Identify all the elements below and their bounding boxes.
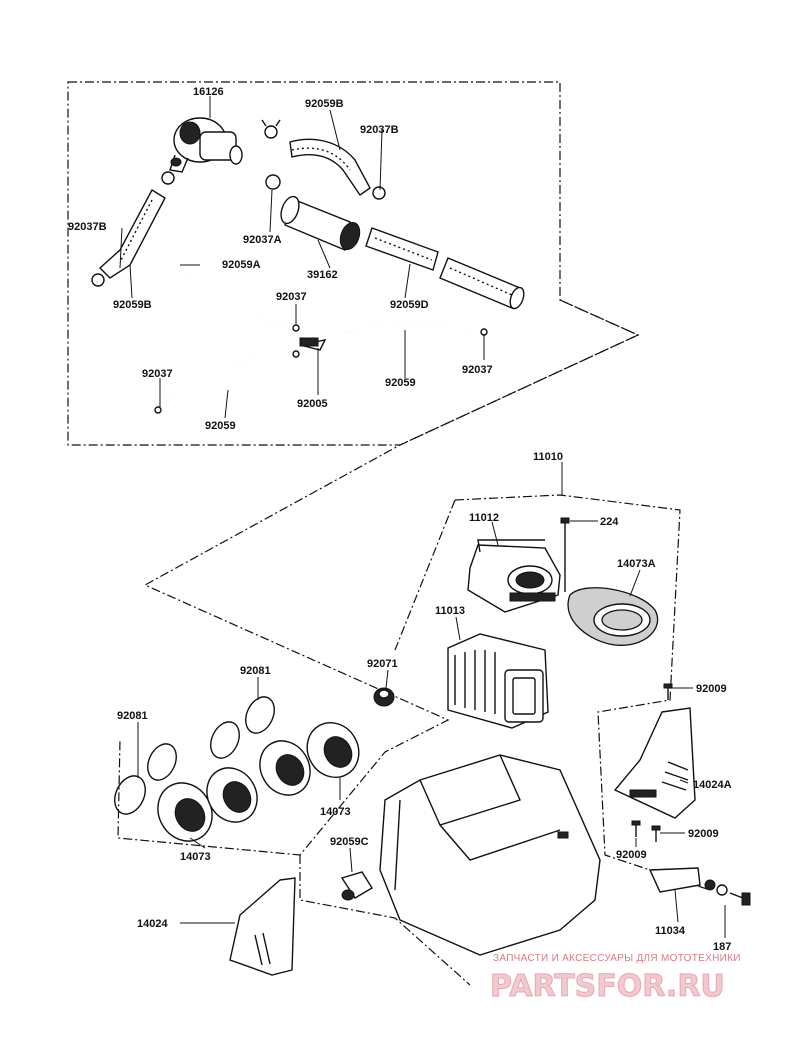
fitting-92059C [340, 871, 373, 901]
label-92059-right: 92059 [385, 377, 416, 389]
hose-92059B-top [289, 138, 386, 200]
label-224: 224 [600, 516, 619, 528]
hose-92059D [365, 227, 525, 310]
label-14024: 14024 [137, 918, 168, 930]
label-187: 187 [713, 941, 731, 953]
label-92037B-left: 92037B [68, 221, 107, 233]
label-92037-lower: 92037 [142, 368, 173, 380]
lower-assembly-boundary [117, 299, 711, 986]
label-92081-left: 92081 [117, 710, 148, 722]
watermark-caption: ЗАПЧАСТИ И АКСЕССУАРЫ ДЛЯ МОТОТЕХНИКИ [493, 953, 741, 964]
label-11013: 11013 [435, 605, 465, 617]
label-92059C: 92059C [330, 836, 369, 848]
clamps-92037A [161, 119, 281, 190]
label-92009-top: 92009 [696, 683, 727, 695]
label-92059D: 92059D [390, 299, 429, 311]
label-92059-bottom: 92059 [205, 420, 236, 432]
label-11010: 11010 [533, 451, 563, 463]
leader-lines [119, 96, 726, 938]
filter-element-14073A [567, 587, 659, 646]
airbox-housing [379, 754, 601, 956]
label-92059A: 92059A [222, 259, 261, 271]
label-11034: 11034 [655, 925, 686, 937]
label-14073-left: 14073 [180, 851, 211, 863]
screw-224 [560, 517, 570, 592]
hose-92059B-left [91, 189, 166, 287]
grommet-92071 [373, 687, 395, 707]
label-92009-mid: 92009 [688, 828, 719, 840]
label-92005: 92005 [297, 398, 328, 410]
label-92037-mid: 92037 [276, 291, 307, 303]
label-92037A: 92037A [243, 234, 282, 246]
bracket-11034 [648, 867, 701, 893]
hose-92059A [174, 210, 291, 331]
side-cover-14024A [613, 707, 696, 819]
label-92037-right: 92037 [462, 364, 493, 376]
cover-11012 [467, 539, 561, 613]
upper-assembly-boundary [67, 81, 640, 446]
watermark: ЗАПЧАСТИ И АКСЕССУАРЫ ДЛЯ МОТОТЕХНИКИ PA… [490, 953, 741, 1005]
hardware-187 [704, 879, 751, 906]
o-rings-92081 [114, 696, 275, 815]
filter-39162 [280, 195, 361, 251]
label-14073-right: 14073 [320, 806, 351, 818]
label-14073A: 14073A [617, 558, 656, 570]
label-39162: 39162 [307, 269, 338, 281]
label-14024A: 14024A [693, 779, 732, 791]
label-92037B-right: 92037B [360, 124, 399, 136]
hoses-92059-lower [154, 320, 488, 414]
side-cover-14024 [229, 877, 296, 976]
part-labels: 16126 92059B 92037B 92037B 92059A 92037A… [68, 86, 732, 953]
air-valve-16126 [169, 117, 243, 173]
label-92009-low: 92009 [616, 849, 647, 861]
watermark-brand: PARTSFOR.RU [490, 969, 725, 1004]
screws-92009 [631, 683, 673, 842]
label-92081-top: 92081 [240, 665, 271, 677]
label-92059B-top: 92059B [305, 98, 344, 110]
label-11012: 11012 [469, 512, 499, 524]
label-16126: 16126 [193, 86, 224, 98]
ducts-14073 [157, 722, 360, 842]
filter-11013 [447, 633, 549, 729]
label-92059B-left: 92059B [113, 299, 152, 311]
label-92071: 92071 [367, 658, 398, 670]
